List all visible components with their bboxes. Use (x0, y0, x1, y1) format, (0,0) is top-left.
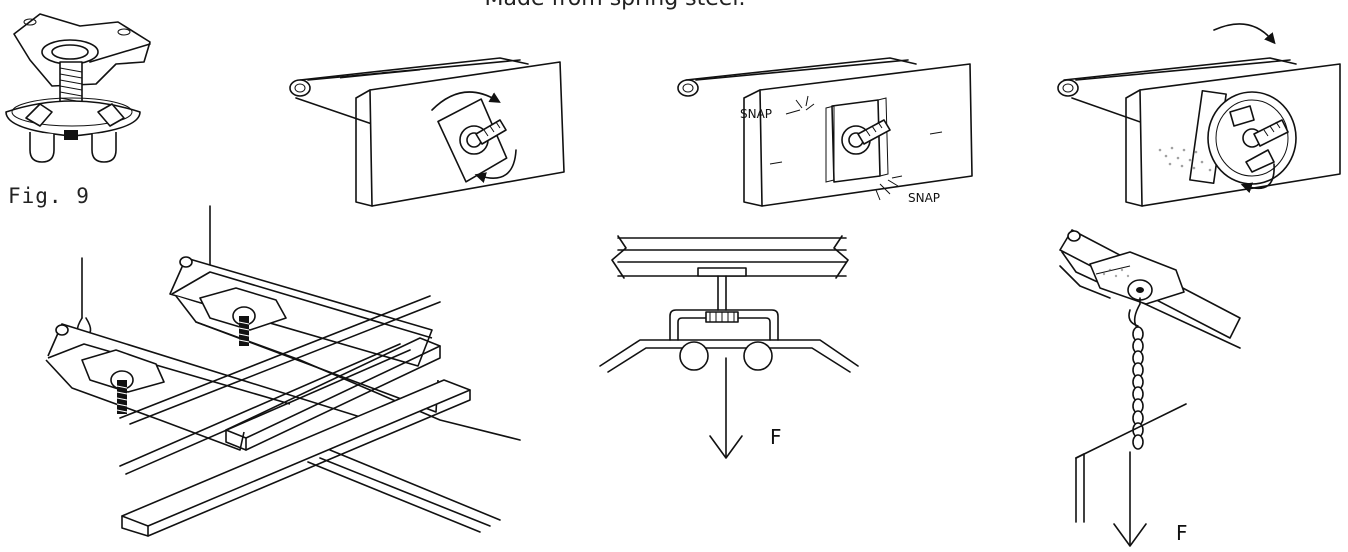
force-label-right: F (1176, 521, 1188, 545)
step-snap-clip: SNAP SNAP (677, 57, 973, 207)
step-rotate-clip (289, 57, 565, 207)
section-view: F (599, 235, 859, 459)
snap-spark-icon (785, 95, 903, 201)
installed-assembly (45, 205, 521, 537)
chain-load-view: F (1059, 229, 1241, 547)
caption: Made from spring steel. (0, 0, 1230, 11)
figure-label: Fig. 9 (8, 184, 90, 208)
force-label-center: F (770, 425, 782, 449)
snap-label-1: SNAP (740, 107, 772, 121)
step-rotate-dish (1057, 23, 1341, 207)
clip-part-icon (5, 13, 151, 163)
snap-label-2: SNAP (908, 191, 940, 205)
chain-icon (1132, 326, 1144, 450)
